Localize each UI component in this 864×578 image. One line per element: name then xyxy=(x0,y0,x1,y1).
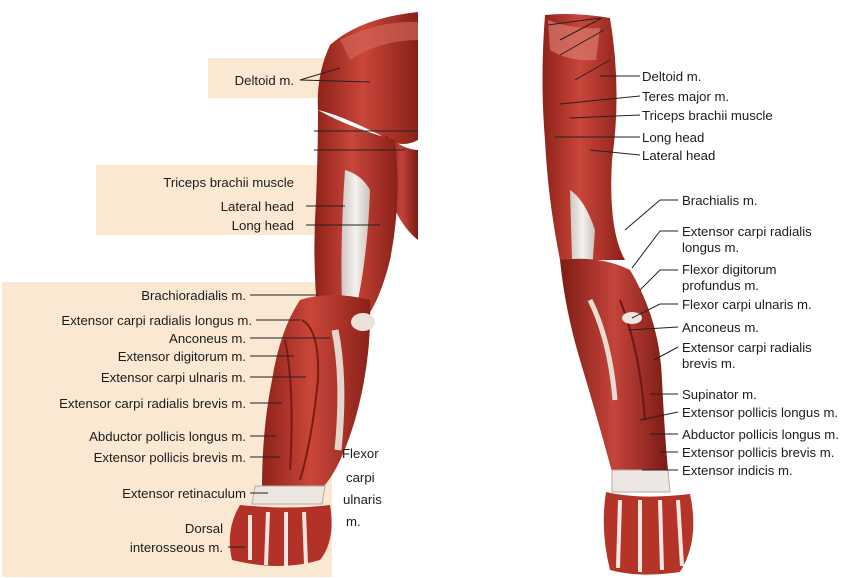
label-left-epb: Extensor pollicis brevis m. xyxy=(94,450,246,465)
label-right-epb: Extensor pollicis brevis m. xyxy=(682,445,834,460)
label-left-fcu-1: Flexor xyxy=(342,446,379,461)
label-right-ecrb-2: brevis m. xyxy=(682,356,736,371)
label-left-fcu-4: m. xyxy=(346,514,361,529)
label-right-ecrb-1: Extensor carpi radialis xyxy=(682,340,812,355)
label-left-ecrb: Extensor carpi radialis brevis m. xyxy=(59,396,246,411)
label-right-long-head: Long head xyxy=(642,130,704,145)
label-right-brachialis: Brachialis m. xyxy=(682,193,757,208)
label-right-anconeus: Anconeus m. xyxy=(682,320,759,335)
label-left-ecrl: Extensor carpi radialis longus m. xyxy=(61,313,252,328)
label-right-deltoid: Deltoid m. xyxy=(642,69,701,84)
label-left-ext-digitorum: Extensor digitorum m. xyxy=(118,349,246,364)
label-right-triceps: Triceps brachii muscle xyxy=(642,108,773,123)
label-right-ecrl-1: Extensor carpi radialis xyxy=(682,224,812,239)
label-left-fcu-2: carpi xyxy=(346,470,375,485)
label-left-dorsal-1: Dorsal xyxy=(185,521,223,536)
label-right-ext-indicis: Extensor indicis m. xyxy=(682,463,793,478)
label-left-triceps: Triceps brachii muscle xyxy=(163,175,294,190)
label-left-brachioradialis: Brachioradialis m. xyxy=(141,288,246,303)
label-right-epl: Extensor pollicis longus m. xyxy=(682,405,838,420)
label-left-fcu-3: ulnaris xyxy=(343,492,382,507)
label-right-fdp-1: Flexor digitorum xyxy=(682,262,777,277)
left-arm-illustration xyxy=(230,12,418,566)
label-left-anconeus: Anconeus m. xyxy=(169,331,246,346)
label-left-ext-retinaculum: Extensor retinaculum xyxy=(122,486,246,501)
label-right-teres-major: Teres major m. xyxy=(642,89,729,104)
label-left-deltoid: Deltoid m. xyxy=(235,73,294,88)
label-left-lateral-head: Lateral head xyxy=(221,199,294,214)
label-left-apl: Abductor pollicis longus m. xyxy=(89,429,246,444)
label-right-supinator: Supinator m. xyxy=(682,387,757,402)
label-left-ecu: Extensor carpi ulnaris m. xyxy=(101,370,246,385)
label-left-dorsal-2: interosseous m. xyxy=(130,540,223,555)
label-right-lateral-head: Lateral head xyxy=(642,148,715,163)
label-right-fdp-2: profundus m. xyxy=(682,278,759,293)
label-right-fcu: Flexor carpi ulnaris m. xyxy=(682,297,812,312)
label-left-long-head: Long head xyxy=(232,218,294,233)
label-right-apl: Abductor pollicis longus m. xyxy=(682,427,839,442)
label-right-ecrl-2: longus m. xyxy=(682,240,739,255)
